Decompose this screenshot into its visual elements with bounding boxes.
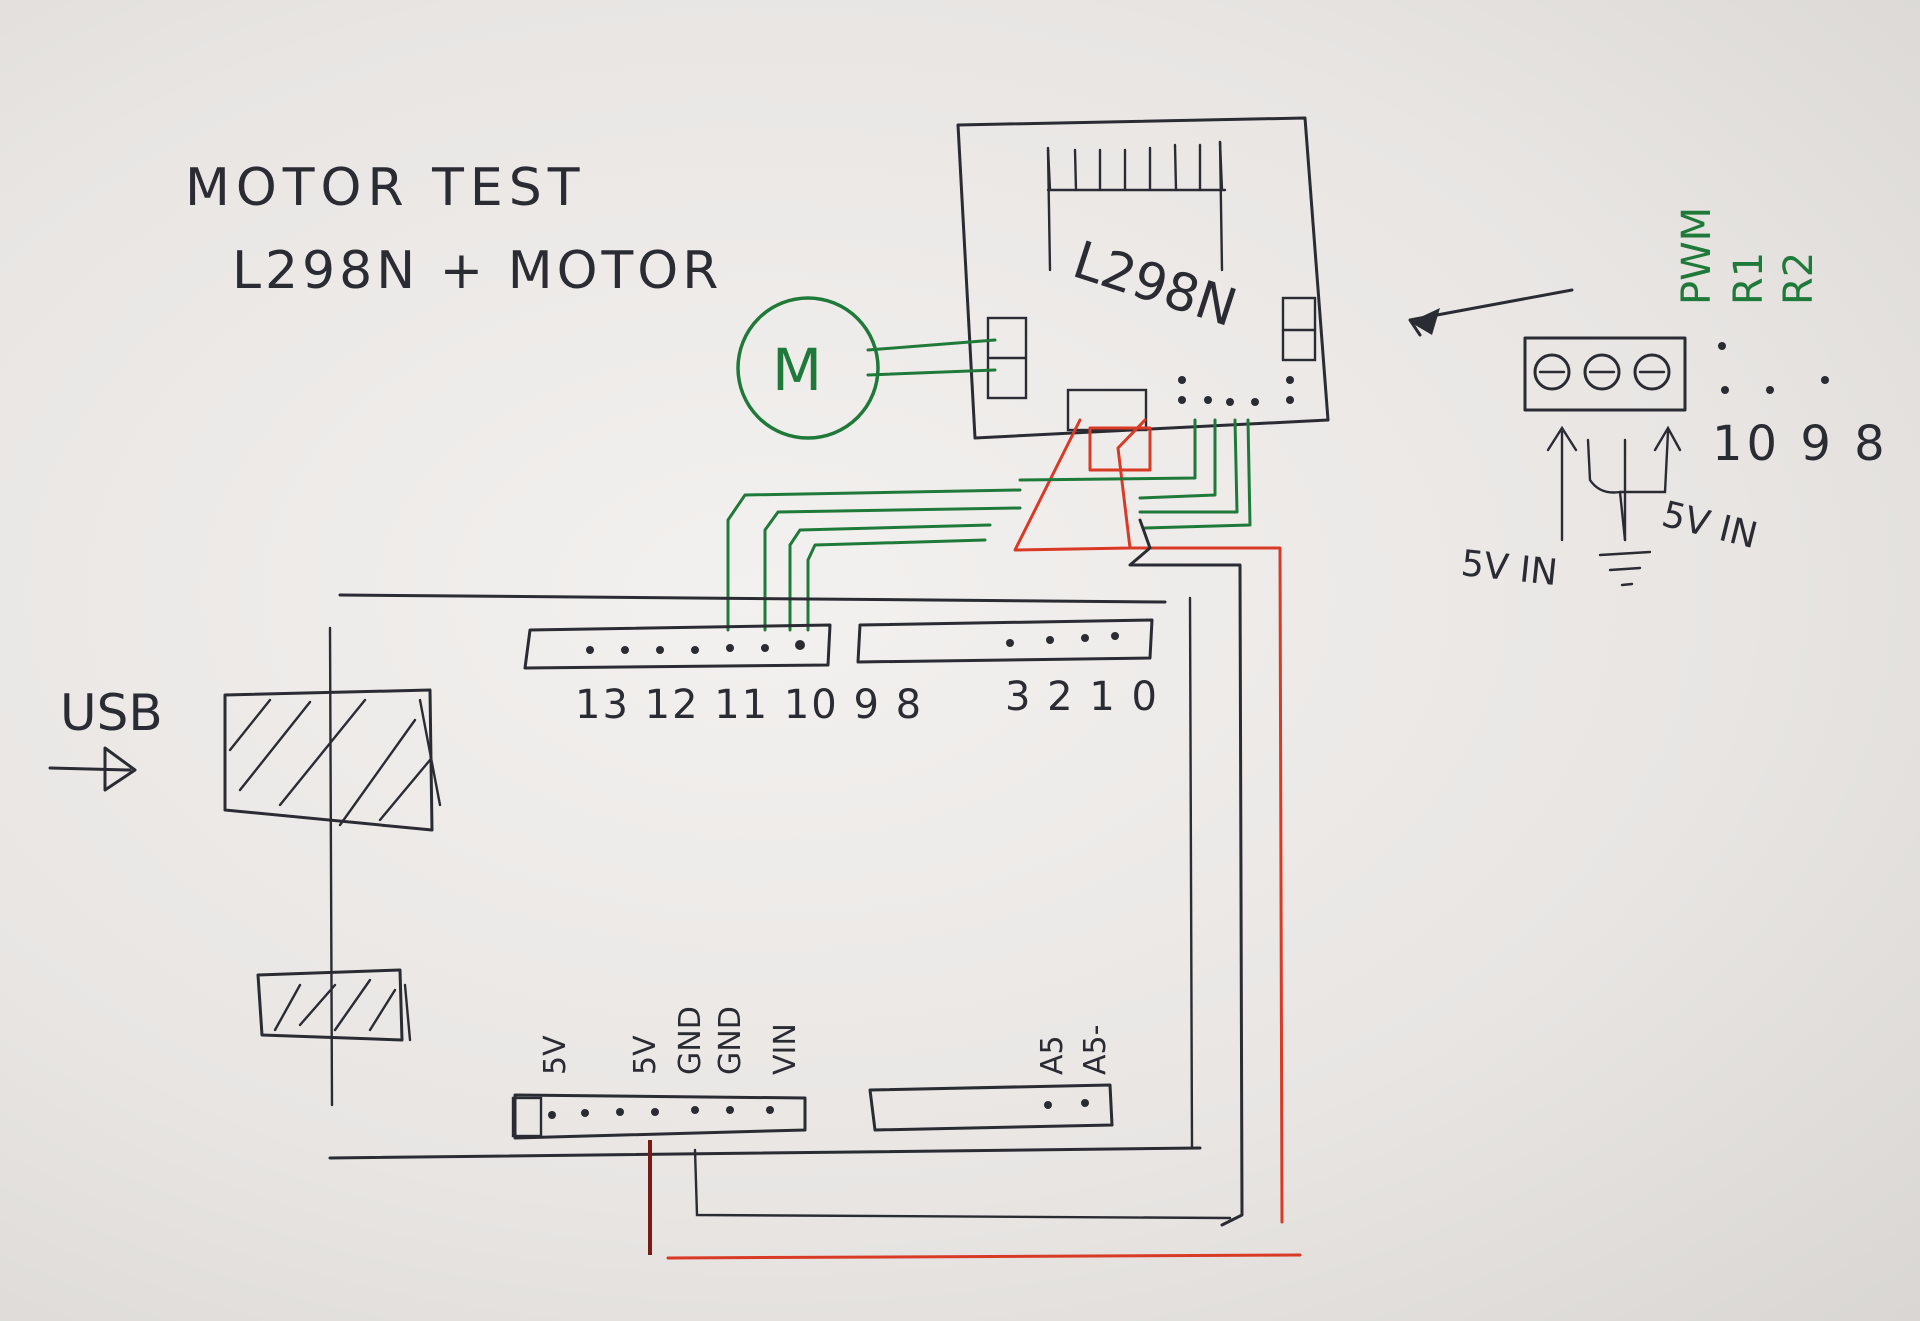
terminal-detail: PWM R1 R2 10 9 8 5V IN 5V IN [1408,207,1889,594]
digital-pin-labels-right: 3 2 1 0 [1005,674,1159,720]
detail-pin-numbers: 10 9 8 [1712,416,1889,472]
usb-label: USB [60,684,163,742]
digital-header-right [856,618,1154,664]
power-pin-label: GND [673,1006,708,1075]
motor-label: M [772,336,822,404]
driver-label: L298N [1066,230,1243,339]
power-jack [256,968,404,1042]
digital-header-left [523,623,832,670]
power-jumper [1088,426,1152,472]
analog-pin-label: A5- [1078,1025,1113,1075]
power-pin-labels: 5V 5V GND GND VIN A5 A5- [538,1006,1113,1075]
control-wires [726,418,1252,632]
power-pin-label: 5V [628,1035,663,1075]
usb-arrow [48,746,137,792]
detail-label-r2: R2 [1776,252,1822,305]
power-pin-label: GND [713,1006,748,1075]
terminal-block [1523,336,1687,412]
analog-pin-label: A5 [1035,1035,1070,1075]
detail-note-left: 5V IN [1459,543,1559,594]
detail-label-pwm: PWM [1674,207,1720,305]
power-header [513,1093,807,1140]
detail-note-right: 5V IN [1658,494,1762,557]
power-pin-label: 5V [538,1035,573,1075]
analog-header [868,1083,1114,1132]
power-terminal [1066,388,1148,432]
power-pin-label: VIN [768,1023,803,1075]
l298n-board: L298N [956,116,1330,440]
detail-label-r1: R1 [1726,252,1772,305]
motor-circle [736,296,880,440]
title-line-1: MOTOR TEST [185,158,586,218]
arduino-board: 13 12 11 10 9 8 3 2 1 0 [223,593,1232,1255]
pointer-arrow [1408,288,1574,337]
digital-pin-labels-left: 13 12 11 10 9 8 [575,682,923,728]
title-line-2: L298N + MOTOR [232,241,722,301]
motor: M [736,296,997,440]
usb-connector [223,688,434,832]
